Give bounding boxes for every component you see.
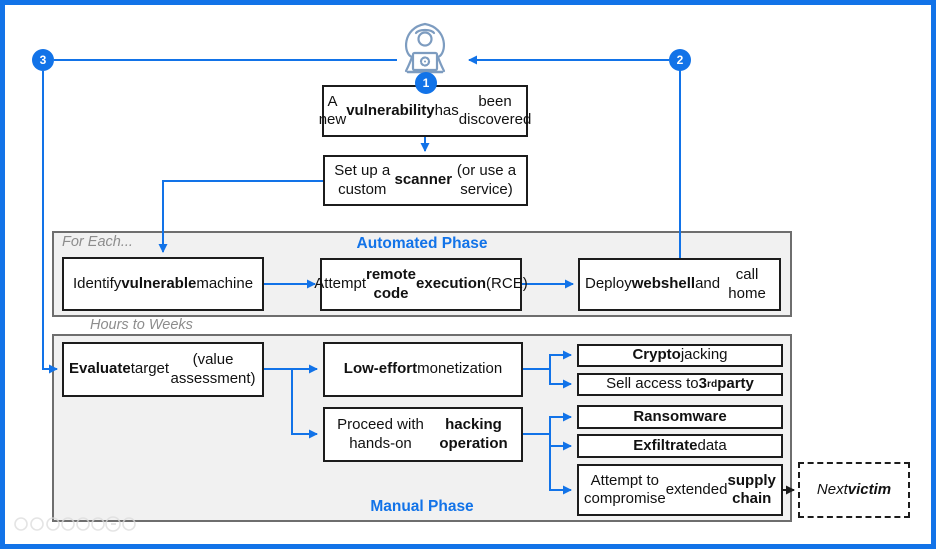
step-badge-3: 3 <box>32 49 54 71</box>
badge-3-number: 3 <box>39 53 47 67</box>
box-next-victim: Next victim <box>798 462 910 518</box>
step-badge-1: 1 <box>415 72 437 94</box>
step-badge-2: 2 <box>669 49 691 71</box>
badge-2-number: 2 <box>676 53 684 67</box>
box-evaluate-target: Evaluate target(value assessment) <box>62 342 264 397</box>
box-exfiltrate-data: Exfiltrate data <box>577 434 783 458</box>
box-setup-scanner: Set up a custom scanner(or use a service… <box>323 155 528 206</box>
badge-1-number: 1 <box>422 76 430 90</box>
box-ransomware: Ransomware <box>577 405 783 429</box>
hours-to-weeks-note: Hours to Weeks <box>90 317 193 333</box>
watermark-player-controls-icon <box>14 516 136 532</box>
for-each-note: For Each... <box>62 234 133 250</box>
automated-phase-label: Automated Phase <box>356 235 488 252</box>
hacker-icon <box>404 22 446 74</box>
box-low-effort-monetization: Low-effort monetization <box>323 342 523 397</box>
manual-phase-label: Manual Phase <box>370 498 474 515</box>
